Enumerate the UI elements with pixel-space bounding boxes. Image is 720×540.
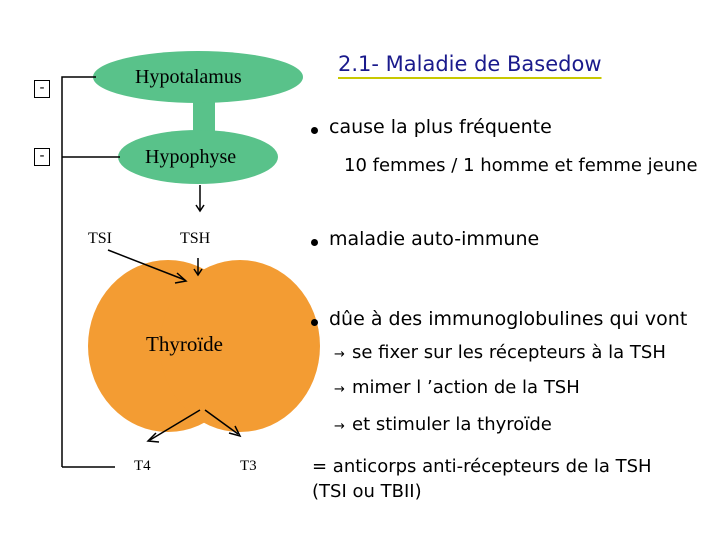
- arrow-icon: →: [334, 419, 345, 434]
- bullet-autoimmune-text: maladie auto-immune: [329, 228, 539, 250]
- statistic-text: 10 femmes / 1 homme et femme jeune: [344, 155, 698, 176]
- tsi-label: TSI: [88, 230, 112, 248]
- feedback-line-hypothalamus: [62, 77, 96, 467]
- t3-label: T3: [240, 458, 257, 475]
- bullet-immunoglobulines-text: dûe à des immunoglobulines qui vont: [329, 308, 687, 330]
- t4-label: T4: [134, 458, 151, 475]
- inhibition-marker-hypophyse: -: [34, 148, 50, 166]
- bullet-dot: [311, 127, 318, 134]
- conclusion-line-2: (TSI ou TBII): [312, 481, 422, 502]
- inhibition-marker-hypothalamus: -: [34, 80, 50, 98]
- tsh-label: TSH: [180, 230, 210, 248]
- hypophyse-label: Hypophyse: [145, 146, 236, 169]
- arrow-icon: →: [334, 382, 345, 397]
- hypothalamus-label: Hypotalamus: [135, 66, 242, 89]
- thyroide-label: Thyroïde: [146, 332, 223, 357]
- conclusion-line-1: = anticorps anti-récepteurs de la TSH: [312, 456, 652, 477]
- bullet-dot: [311, 239, 318, 246]
- sub-item-mimer: mimer l ’action de la TSH: [352, 377, 580, 398]
- bullet-dot: [311, 319, 318, 326]
- sub-item-stimuler: et stimuler la thyroïde: [352, 414, 552, 435]
- bullet-cause-text: cause la plus fréquente: [329, 116, 552, 138]
- arrow-icon: →: [334, 347, 345, 362]
- page-title: 2.1- Maladie de Basedow: [338, 52, 602, 76]
- sub-item-fixer: se fixer sur les récepteurs à la TSH: [352, 342, 666, 363]
